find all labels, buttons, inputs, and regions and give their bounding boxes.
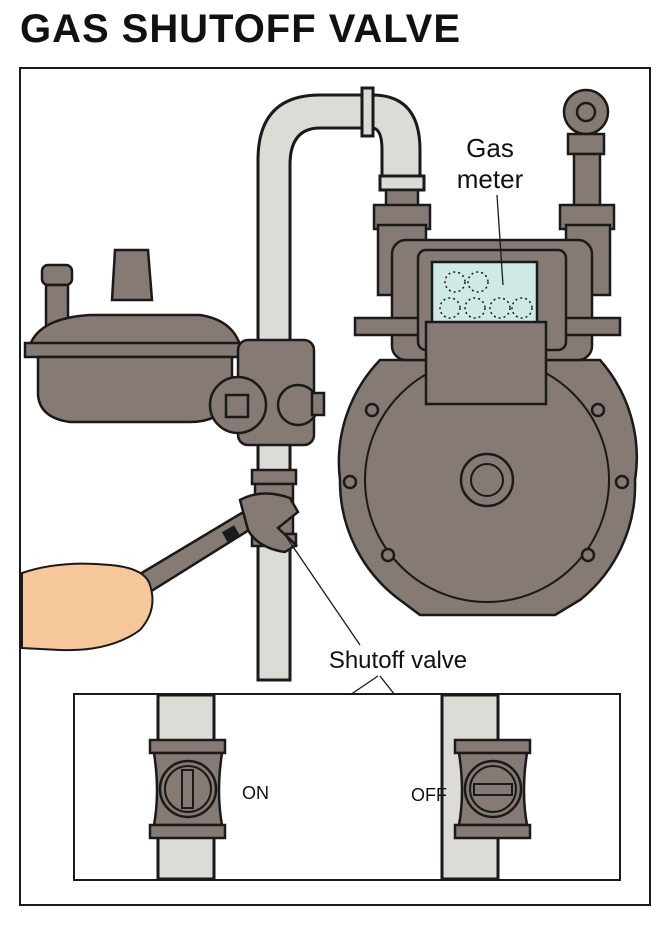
valve-on <box>148 693 227 881</box>
off-label: OFF <box>411 785 447 805</box>
on-label: ON <box>242 783 269 803</box>
shutoff-valve-label: Shutoff valve <box>329 647 467 674</box>
tee-fitting <box>208 338 326 447</box>
valve-positions-inset: ON OFF <box>73 693 621 881</box>
shutoff-valve-leader-line <box>284 534 361 646</box>
gas-meter <box>337 88 638 617</box>
pressure-regulator <box>23 248 242 424</box>
page-title: GAS SHUTOFF VALVE <box>20 7 460 51</box>
hand <box>21 562 154 652</box>
pipe-flange <box>360 86 375 138</box>
hand-with-wrench <box>21 492 300 652</box>
valve-off <box>440 693 532 881</box>
gas-meter-label-line2: meter <box>457 164 524 194</box>
gas-meter-label-line1: Gas <box>466 133 514 163</box>
gas-meter-leader-line <box>496 194 504 286</box>
